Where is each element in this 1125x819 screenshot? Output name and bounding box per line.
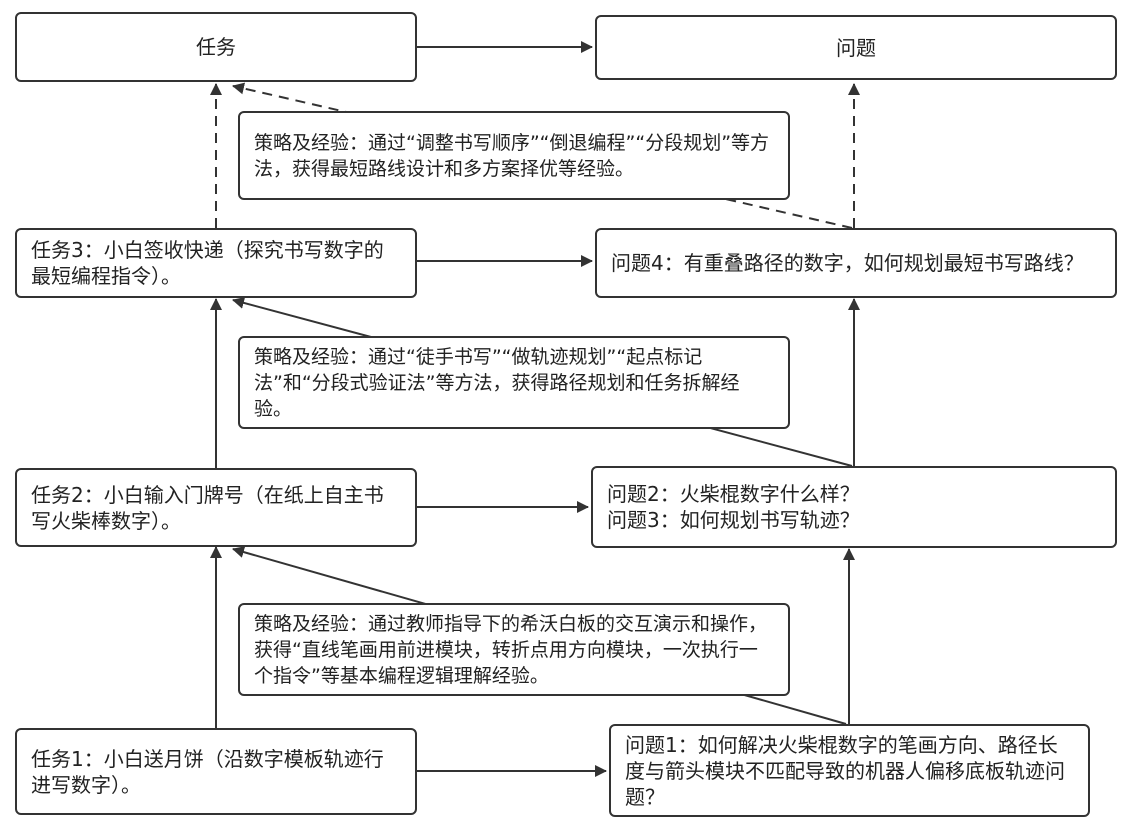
task-top-box: 任务	[15, 12, 417, 82]
task1-label: 任务1：小白送月饼（沿数字模板轨迹行进写数字）。	[31, 746, 384, 797]
problem23-box: 问题2：火柴棍数字什么样？ 问题3：如何规划书写轨迹？	[591, 466, 1117, 548]
strategy-top-text: 策略及经验：通过“调整书写顺序”“倒退编程”“分段规划”等方法，获得最短路线设计…	[254, 131, 770, 180]
problem2-label: 问题2：火柴棍数字什么样？	[607, 482, 860, 506]
task1-box: 任务1：小白送月饼（沿数字模板轨迹行进写数字）。	[15, 728, 417, 815]
problem1-label: 问题1：如何解决火柴棍数字的笔画方向、路径长度与箭头模块不匹配导致的机器人偏移底…	[625, 732, 1065, 809]
problem23-text: 问题2：火柴棍数字什么样？ 问题3：如何规划书写轨迹？	[607, 481, 860, 533]
strategy-bottom-text: 策略及经验：通过教师指导下的希沃白板的交互演示和操作，获得“直线笔画用前进模块，…	[254, 612, 768, 687]
task2-box: 任务2：小白输入门牌号（在纸上自主书写火柴棒数字）。	[15, 468, 417, 547]
task3-box: 任务3：小白签收快递（探究书写数字的最短编程指令）。	[15, 228, 417, 298]
task-top-label: 任务	[196, 35, 236, 59]
task3-label: 任务3：小白签收快递（探究书写数字的最短编程指令）。	[31, 238, 384, 288]
arrow-problem4-to-task-top	[232, 82, 853, 229]
problem-top-label: 问题	[836, 35, 876, 60]
strategy-note-middle: 策略及经验：通过“徒手书写”“做轨迹规划”“起点标记法”和“分段式验证法”等方法…	[238, 336, 790, 429]
problem1-box: 问题1：如何解决火柴棍数字的笔画方向、路径长度与箭头模块不匹配导致的机器人偏移底…	[609, 724, 1090, 817]
task2-label: 任务2：小白输入门牌号（在纸上自主书写火柴棒数字）。	[31, 482, 384, 533]
strategy-note-bottom: 策略及经验：通过教师指导下的希沃白板的交互演示和操作，获得“直线笔画用前进模块，…	[238, 603, 790, 696]
strategy-note-top: 策略及经验：通过“调整书写顺序”“倒退编程”“分段规划”等方法，获得最短路线设计…	[238, 111, 790, 200]
problem3-label: 问题3：如何规划书写轨迹？	[607, 508, 860, 532]
problem-top-box: 问题	[595, 15, 1117, 80]
problem4-label: 问题4：有重叠路径的数字，如何规划最短书写路线？	[611, 251, 1084, 275]
strategy-middle-text: 策略及经验：通过“徒手书写”“做轨迹规划”“起点标记法”和“分段式验证法”等方法…	[254, 345, 740, 420]
problem4-box: 问题4：有重叠路径的数字，如何规划最短书写路线？	[595, 228, 1117, 298]
